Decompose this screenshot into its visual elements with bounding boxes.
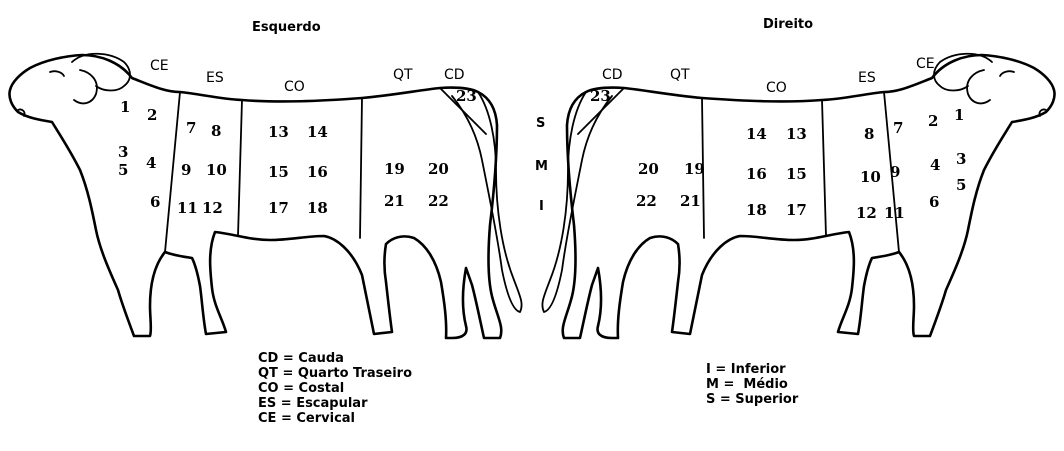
left-number-11: 11	[177, 199, 198, 217]
left-divider-co-qt	[360, 98, 362, 238]
right-region-co: CO	[766, 80, 787, 96]
right-number-4: 4	[930, 156, 940, 174]
left-divider-ce-es	[165, 92, 180, 252]
left-region-ce: CE	[150, 58, 169, 74]
left-number-20: 20	[428, 160, 449, 178]
right-number-8: 8	[864, 125, 874, 143]
right-number-22: 22	[636, 192, 657, 210]
right-horn	[934, 54, 992, 91]
left-number-1: 1	[120, 98, 130, 116]
left-number-7: 7	[186, 119, 196, 137]
right-number-23: 23	[590, 87, 611, 105]
left-number-9: 9	[181, 161, 191, 179]
right-ear	[967, 70, 990, 103]
left-number-21: 21	[384, 192, 405, 210]
legend-item-es: ES = Escapular	[258, 396, 412, 411]
left-number-12: 12	[202, 199, 223, 217]
right-divider-es-co	[822, 100, 826, 236]
left-region-qt: QT	[393, 67, 413, 83]
left-number-5: 5	[118, 161, 128, 179]
left-number-19: 19	[384, 160, 405, 178]
right-number-15: 15	[786, 165, 807, 183]
left-number-13: 13	[268, 123, 289, 141]
legend-item-inferior: I = Inferior	[706, 362, 798, 377]
left-animal: CE ES CO QT CD 1 2 3 4 5 6 7 8 9 10 11 1…	[9, 54, 521, 338]
level-i: I	[539, 199, 544, 214]
right-number-11: 11	[884, 204, 905, 222]
right-number-5: 5	[956, 176, 966, 194]
right-number-2: 2	[928, 112, 938, 130]
right-tail	[542, 92, 612, 312]
right-number-9: 9	[890, 163, 900, 181]
legend-item-superior: S = Superior	[706, 392, 798, 407]
legend-item-cd: CD = Cauda	[258, 351, 412, 366]
legend-levels: I = Inferior M = Médio S = Superior	[706, 362, 798, 407]
right-eye	[1000, 71, 1014, 76]
level-s: S	[536, 116, 545, 131]
right-number-21: 21	[680, 192, 701, 210]
left-number-16: 16	[307, 163, 328, 181]
right-number-17: 17	[786, 201, 807, 219]
right-number-14: 14	[746, 125, 767, 143]
left-number-4: 4	[146, 154, 156, 172]
left-number-17: 17	[268, 199, 289, 217]
left-region-es: ES	[206, 70, 224, 86]
left-number-10: 10	[206, 161, 227, 179]
left-region-co: CO	[284, 79, 305, 95]
left-number-14: 14	[307, 123, 328, 141]
right-number-12: 12	[856, 204, 877, 222]
legend-item-qt: QT = Quarto Traseiro	[258, 366, 412, 381]
legend-regions: CD = Cauda QT = Quarto Traseiro CO = Cos…	[258, 351, 412, 426]
level-m: M	[535, 159, 548, 174]
right-region-ce: CE	[916, 56, 935, 72]
right-number-3: 3	[956, 150, 966, 168]
right-number-7: 7	[893, 119, 903, 137]
left-eye	[50, 71, 64, 76]
left-number-15: 15	[268, 163, 289, 181]
left-number-23: 23	[456, 87, 477, 105]
left-number-18: 18	[307, 199, 328, 217]
legend-item-medio: M = Médio	[706, 377, 798, 392]
right-region-cd: CD	[602, 67, 623, 83]
left-number-6: 6	[150, 193, 160, 211]
right-number-16: 16	[746, 165, 767, 183]
right-number-19: 19	[684, 160, 705, 178]
right-number-10: 10	[860, 168, 881, 186]
right-region-qt: QT	[670, 67, 690, 83]
right-number-6: 6	[929, 193, 939, 211]
left-ear	[74, 70, 97, 103]
legend-item-co: CO = Costal	[258, 381, 412, 396]
left-number-3: 3	[118, 143, 128, 161]
title-right: Direito	[763, 17, 813, 32]
title-left: Esquerdo	[252, 20, 321, 35]
left-horn	[72, 54, 130, 91]
right-region-es: ES	[858, 70, 876, 86]
left-divider-es-co	[238, 100, 242, 236]
right-animal: CE ES CO QT CD 1 2 3 4 5 6 7 8 9 10 11 1…	[542, 54, 1054, 338]
left-number-8: 8	[211, 122, 221, 140]
left-tail	[452, 92, 522, 312]
left-region-cd: CD	[444, 67, 465, 83]
right-number-1: 1	[954, 106, 964, 124]
right-number-18: 18	[746, 201, 767, 219]
left-number-2: 2	[147, 106, 157, 124]
right-number-13: 13	[786, 125, 807, 143]
legend-item-ce: CE = Cervical	[258, 411, 412, 426]
left-number-22: 22	[428, 192, 449, 210]
right-number-20: 20	[638, 160, 659, 178]
